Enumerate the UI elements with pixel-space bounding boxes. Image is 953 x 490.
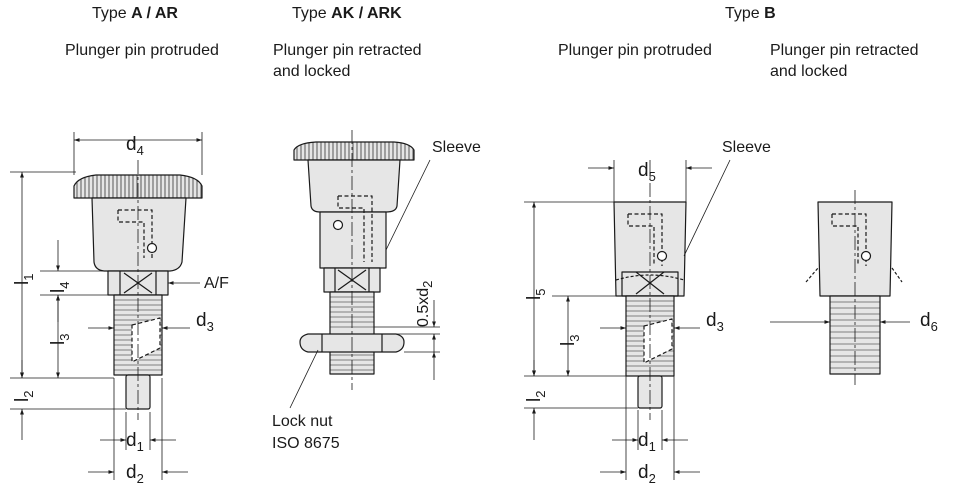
label-af: A/F bbox=[204, 275, 229, 292]
header-type-b: Type B bbox=[725, 5, 776, 22]
drawing-type-b-retracted bbox=[805, 201, 903, 375]
label-l2: l2 bbox=[12, 391, 36, 402]
label-l3: l3 bbox=[48, 334, 72, 345]
body-a bbox=[91, 197, 187, 272]
caption-ak-retracted: Plunger pin retracted and locked bbox=[273, 40, 422, 82]
label-sleeve-ak: Sleeve bbox=[432, 139, 481, 156]
drawing-type-ak bbox=[293, 141, 415, 375]
label-half-d2: 0.5xd2 bbox=[415, 281, 435, 327]
header-type-ak: Type AK / ARK bbox=[292, 5, 402, 22]
label-d5: d5 bbox=[638, 160, 656, 184]
caption-ak-line-2: and locked bbox=[273, 63, 351, 80]
label-l2-b: l2 bbox=[524, 391, 548, 402]
label-d6: d6 bbox=[920, 310, 938, 334]
label-d4: d4 bbox=[126, 134, 144, 158]
caption-b-line-2: and locked bbox=[770, 63, 848, 80]
label-d1-a: d1 bbox=[126, 430, 144, 454]
caption-b-retracted: Plunger pin retracted and locked bbox=[770, 40, 919, 82]
header-type-a: Type A / AR bbox=[92, 5, 178, 22]
label-d1-b: d1 bbox=[638, 430, 656, 454]
label-lock-nut-1: Lock nut bbox=[272, 413, 333, 430]
label-d3-b: d3 bbox=[706, 310, 724, 334]
label-l4: l4 bbox=[48, 282, 72, 293]
caption-ak-line-1: Plunger pin retracted bbox=[273, 42, 422, 59]
label-d2-a: d2 bbox=[126, 462, 144, 486]
label-lock-nut-2: ISO 8675 bbox=[272, 435, 340, 452]
caption-a-protruded: Plunger pin protruded bbox=[65, 42, 219, 59]
body-ak bbox=[307, 159, 401, 213]
caption-b-protruded: Plunger pin protruded bbox=[558, 42, 712, 59]
label-sleeve-b: Sleeve bbox=[722, 139, 771, 156]
label-l5: l5 bbox=[524, 289, 548, 300]
label-d3-a: d3 bbox=[196, 310, 214, 334]
label-l3-b: l3 bbox=[558, 335, 582, 346]
label-d2-b: d2 bbox=[638, 462, 656, 486]
label-l1: l1 bbox=[12, 274, 36, 285]
sleeve-ak bbox=[319, 211, 387, 269]
knob-ak bbox=[293, 141, 415, 161]
caption-b-line-1: Plunger pin retracted bbox=[770, 42, 919, 59]
